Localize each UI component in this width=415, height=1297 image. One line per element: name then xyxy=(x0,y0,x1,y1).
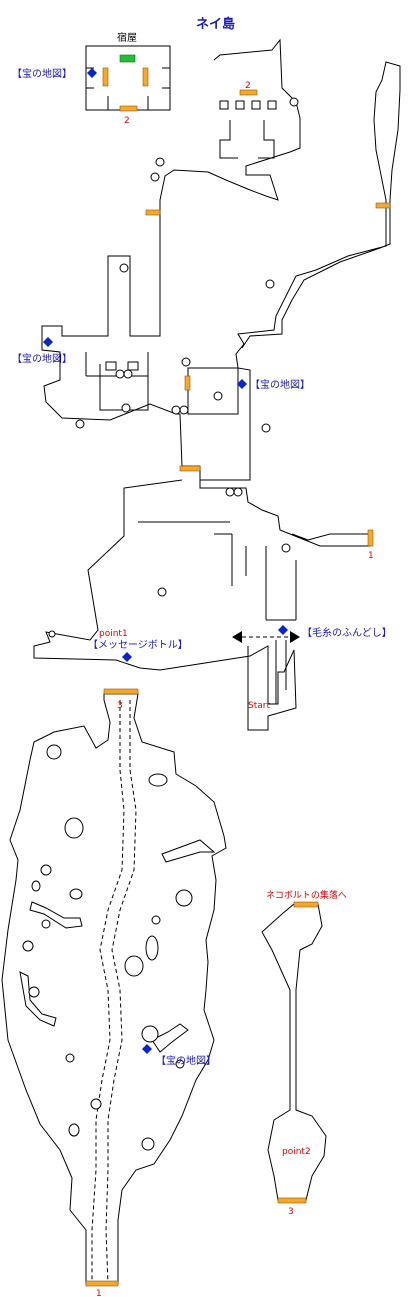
cave-bottom-number: 1 xyxy=(96,1289,102,1297)
inn-door-right[interactable] xyxy=(142,67,149,87)
item-loincloth-icon[interactable] xyxy=(278,625,288,635)
arrow-right-icon xyxy=(290,631,300,643)
treasure-room-label: 【宝の地図】 xyxy=(250,378,310,391)
cave-route-dashes-a xyxy=(91,700,125,1284)
treasure-cave-icon[interactable] xyxy=(142,1044,152,1054)
cave-wall xyxy=(1,693,227,1285)
item-loincloth-label: 【毛糸のふんどし】 xyxy=(302,627,392,639)
east-bottom-number: 3 xyxy=(288,1207,294,1217)
treasure-west-label: 【宝の地図】 xyxy=(12,352,72,365)
nekobolt-exit-door[interactable] xyxy=(293,901,319,908)
map-title: ネイ島 xyxy=(196,16,235,32)
treasure-cave-label: 【宝の地図】 xyxy=(156,1054,216,1067)
inn-building: 宿屋 2 【宝の地図】 xyxy=(12,31,171,126)
inn-door-number: 2 xyxy=(124,116,130,126)
east-passage-wall xyxy=(261,903,327,1201)
treasure-room-icon[interactable] xyxy=(237,379,247,389)
cave-bottom-door[interactable] xyxy=(85,1280,119,1287)
cave-region: 3 1 【宝の地図】 xyxy=(1,688,227,1297)
east-bottom-door[interactable] xyxy=(277,1197,307,1204)
left-room xyxy=(99,364,149,411)
upper-room-door-number: 2 xyxy=(245,81,251,91)
inn-bed-green xyxy=(119,54,136,63)
inn-door-left[interactable] xyxy=(102,67,109,87)
upper-village: 2 【宝の地図】 【宝の地図】 xyxy=(12,38,401,481)
nekobolt-label: ネコボルトの集落へ xyxy=(266,889,347,901)
start-label: Start xyxy=(248,701,270,711)
north-corridor-door[interactable] xyxy=(145,209,161,216)
east-corridor-door[interactable] xyxy=(375,202,391,209)
inn-label: 宿屋 xyxy=(117,31,137,44)
cave-top-number: 3 xyxy=(117,701,123,711)
point1-label: point1 xyxy=(99,629,128,639)
cave-top-door[interactable] xyxy=(103,688,139,695)
point2-label: point2 xyxy=(282,1147,311,1157)
item-bottle-icon[interactable] xyxy=(122,652,132,662)
treasure-inn-icon[interactable] xyxy=(87,68,97,78)
cave-route-dashes-b xyxy=(105,700,137,1285)
item-bottle-label: 【メッセージボトル】 xyxy=(88,639,188,651)
middle-region-wall xyxy=(33,479,297,731)
inn-door-bottom[interactable] xyxy=(119,105,138,112)
middle-region: 1 【毛糸のふんどし】 point1 【メッセージボトル】 Start xyxy=(33,479,392,731)
treasure-west-icon[interactable] xyxy=(43,337,53,347)
south-gate-door[interactable] xyxy=(179,465,201,472)
right-room xyxy=(187,367,239,415)
east-exit-number: 1 xyxy=(368,551,374,561)
right-room-door[interactable] xyxy=(184,375,191,391)
upper-room-door[interactable] xyxy=(239,89,258,96)
east-passage: ネコボルトの集落へ 3 point2 xyxy=(261,889,347,1217)
treasure-inn-label: 【宝の地図】 xyxy=(12,67,72,80)
east-exit-door[interactable] xyxy=(367,529,374,547)
arrow-left-icon xyxy=(232,631,242,643)
